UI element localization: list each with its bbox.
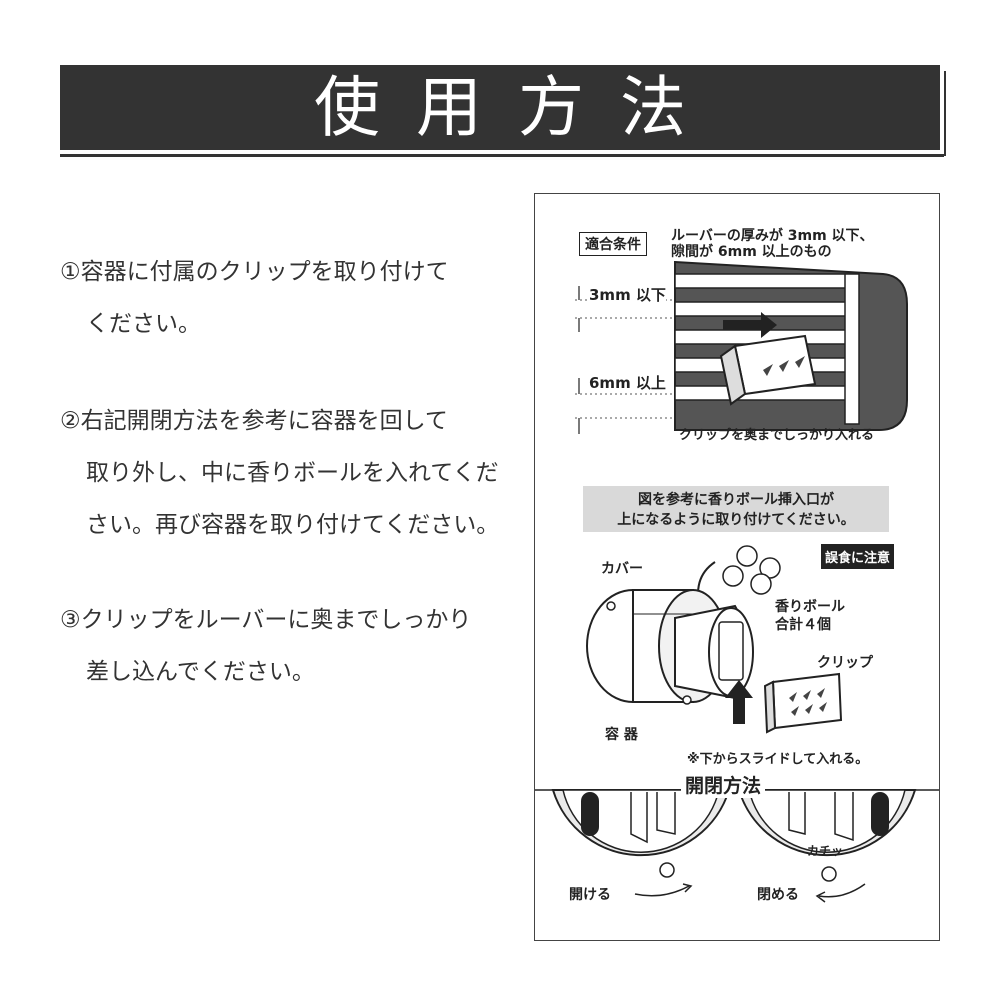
close-dial-illustration bbox=[737, 789, 917, 903]
up-arrow bbox=[725, 680, 753, 724]
open-close-title: 開閉方法 bbox=[681, 771, 766, 798]
insert-note-line-1: 図を参考に香りボール挿入口が bbox=[638, 492, 834, 508]
gap-label: 6mm 以上 bbox=[589, 372, 666, 393]
condition-line-2: 隙間が 6mm 以上のもの bbox=[671, 244, 832, 260]
step-2-line-1: ②右記開閉方法を参考に容器を回して bbox=[60, 408, 448, 434]
scent-balls-icon bbox=[722, 545, 781, 595]
open-label: 開ける bbox=[569, 887, 611, 903]
insert-instruction-box: 図を参考に香りボール挿入口が 上になるように取り付けてください。 bbox=[583, 486, 889, 532]
open-dial-illustration bbox=[551, 789, 731, 897]
click-sound-label: カチッ bbox=[807, 844, 844, 858]
step-3-line-2: 差し込んでください。 bbox=[86, 659, 315, 685]
step-1-line-2: ください。 bbox=[86, 311, 201, 337]
scent-ball-label: 香りボール 合計４個 bbox=[775, 598, 845, 634]
step-2: ②右記開閉方法を参考に容器を回して 取り外し、中に香りボールを入れてくだ さい。… bbox=[60, 395, 499, 551]
step-2-line-2: 取り外し、中に香りボールを入れてくだ bbox=[86, 460, 499, 486]
clip-icon bbox=[763, 672, 843, 734]
container-label: 容 器 bbox=[605, 727, 638, 743]
condition-label: 適合条件 bbox=[579, 232, 647, 256]
clip-in-louver-icon bbox=[719, 334, 817, 406]
clip-label: クリップ bbox=[817, 655, 873, 671]
clip-insert-note: クリップを奥までしっかり入れる bbox=[679, 428, 875, 443]
diagram-illustration bbox=[535, 260, 939, 903]
thickness-label: 3mm 以下 bbox=[589, 284, 666, 305]
close-label: 閉める bbox=[757, 887, 799, 903]
step-3: ③クリップをルーバーに奥までしっかり 差し込んでください。 bbox=[60, 594, 471, 698]
condition-text: ルーバーの厚みが 3mm 以下、 隙間が 6mm 以上のもの bbox=[671, 228, 874, 260]
step-3-line-1: ③クリップをルーバーに奥までしっかり bbox=[60, 607, 472, 633]
page-title: 使用方法 bbox=[314, 69, 722, 146]
instruction-diagram: 適合条件 ルーバーの厚みが 3mm 以下、 隙間が 6mm 以上のもの 3mm … bbox=[534, 193, 940, 941]
container-illustration bbox=[586, 589, 754, 705]
step-1-line-1: ①容器に付属のクリップを取り付けて bbox=[60, 259, 449, 285]
push-arrow bbox=[723, 312, 777, 338]
insert-note-line-2: 上になるように取り付けてください。 bbox=[617, 512, 855, 528]
condition-line-1: ルーバーの厚みが 3mm 以下、 bbox=[671, 228, 874, 244]
step-2-line-3: さい。再び容器を取り付けてください。 bbox=[86, 512, 500, 538]
cover-label: カバー bbox=[601, 561, 643, 577]
slide-note: ※下からスライドして入れる。 bbox=[687, 752, 869, 767]
scent-ball-label-line-1: 香りボール bbox=[775, 599, 845, 615]
choking-warning-badge: 誤食に注意 bbox=[821, 544, 895, 569]
scent-ball-label-line-2: 合計４個 bbox=[775, 617, 831, 633]
title-bar: 使用方法 bbox=[60, 65, 940, 150]
step-1: ①容器に付属のクリップを取り付けて ください。 bbox=[60, 246, 449, 350]
title-underline bbox=[60, 154, 944, 157]
